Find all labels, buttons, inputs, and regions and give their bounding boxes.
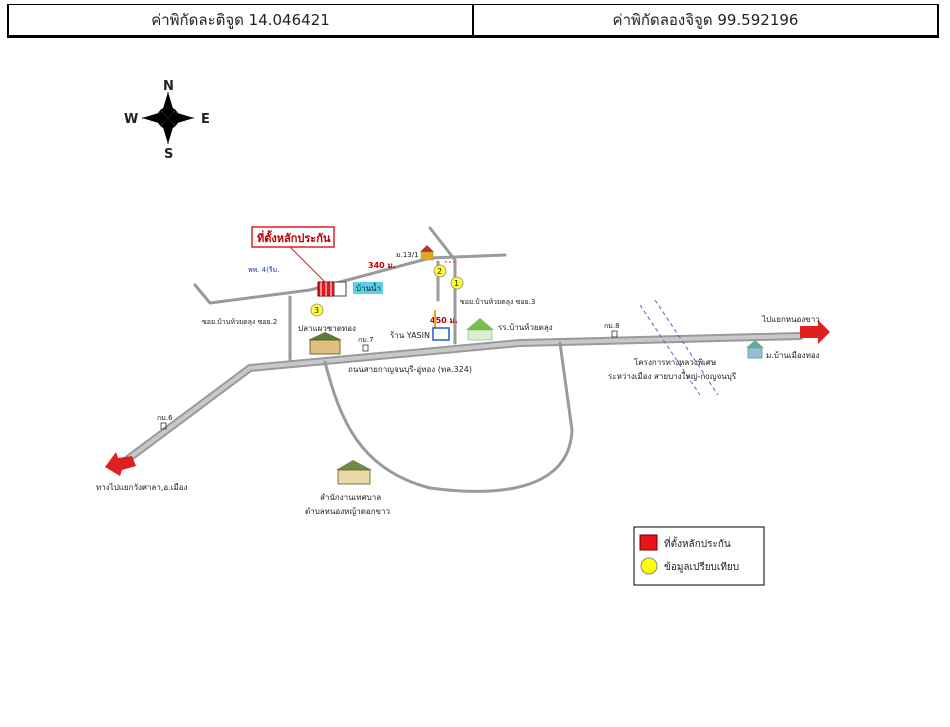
school-icon	[466, 318, 494, 341]
arrow-west-icon	[105, 452, 136, 476]
office-line1: สำนักงานเทศบาล	[320, 493, 381, 502]
distance-450: 450 ม.	[430, 316, 458, 325]
svg-text:2: 2	[437, 267, 442, 276]
project-line2: ระหว่างเมือง สายบางใหญ่-กาญจนบุรี	[608, 372, 737, 381]
svg-text:1: 1	[454, 279, 459, 288]
latitude-cell: ค่าพิกัดละติจูด 14.046421	[151, 11, 330, 29]
house-tag: บ้านน้ำ	[356, 282, 381, 293]
compass-north: N	[163, 79, 174, 94]
office-line2: ตำบลหนองหญ้าดอกขาว	[305, 507, 390, 516]
village-label: ม.บ้านเมืองทอง	[766, 351, 820, 360]
legend-collateral-swatch	[639, 534, 658, 551]
km6-label: กม.6	[157, 414, 173, 422]
coordinates-table: ค่าพิกัดละติจูด 14.046421 ค่าพิกัดลองจิจ…	[7, 4, 939, 38]
comparison-marker-1: 1	[450, 276, 464, 290]
main-road-label: ถนนสายกาญจนบุรี-อู่ทอง (ทล.324)	[348, 365, 472, 375]
shop-icon	[432, 327, 450, 341]
building-icon	[308, 332, 342, 355]
collateral-location-marker	[317, 281, 347, 297]
house-tag-bg	[353, 282, 383, 294]
km7-label: กม.7	[358, 336, 374, 344]
comparison-marker-3: 3	[310, 303, 324, 317]
soi2-label: ซอย.บ้านห้วยตลุง ซอย.2	[202, 318, 277, 326]
compass-east: E	[201, 112, 210, 127]
legend-comparison-swatch	[640, 557, 658, 575]
compass-south: S	[164, 147, 173, 162]
benchmark-title-box	[251, 226, 335, 248]
compass-rose-icon	[142, 92, 194, 144]
pala-label: ปลาแผวชาดทอง	[298, 324, 356, 333]
comparison-marker-2: 2	[433, 264, 447, 278]
legend-collateral-label: ที่ตั้งหลักประกัน	[664, 536, 731, 550]
pos4-label: พพ. 4(รีม.	[248, 266, 279, 274]
benchmark-title: ที่ตั้งหลักประกัน	[257, 230, 331, 245]
road-network	[116, 226, 804, 493]
municipal-office-icon	[336, 460, 372, 485]
project-line1: โครงการทางหลวงพิเศษ	[634, 357, 716, 367]
distance-340: 340 ม.	[368, 261, 396, 270]
expressway-project-lines	[639, 299, 719, 396]
village-icon	[746, 340, 764, 359]
arrow-east-icon	[800, 320, 830, 344]
soi3-label: ซอย.บ้านห้วยตลุง ซอย.3	[460, 298, 535, 306]
km6-post-icon	[160, 422, 167, 430]
longitude-cell: ค่าพิกัดลองจิจูด 99.592196	[472, 5, 937, 35]
house-icon	[420, 245, 434, 261]
km8-post-icon	[611, 330, 618, 338]
yasin-label: ร้าน YASIN	[390, 331, 430, 340]
to-west-label: ทางไปแยกวังศาลา,อ.เมือง	[96, 483, 188, 492]
svg-text:3: 3	[314, 306, 319, 315]
moo13-label: ม.13/1	[396, 251, 419, 259]
compass-west: W	[124, 112, 138, 127]
legend-comparison-label: ข้อมูลเปรียบเทียบ	[664, 561, 739, 573]
school-label: รร.บ้านห้วยตลุง	[498, 323, 553, 332]
to-east-label: ไปแยกหนองขาว	[761, 315, 820, 324]
km8-label: กม.8	[604, 322, 620, 330]
km7-post-icon	[362, 344, 369, 352]
